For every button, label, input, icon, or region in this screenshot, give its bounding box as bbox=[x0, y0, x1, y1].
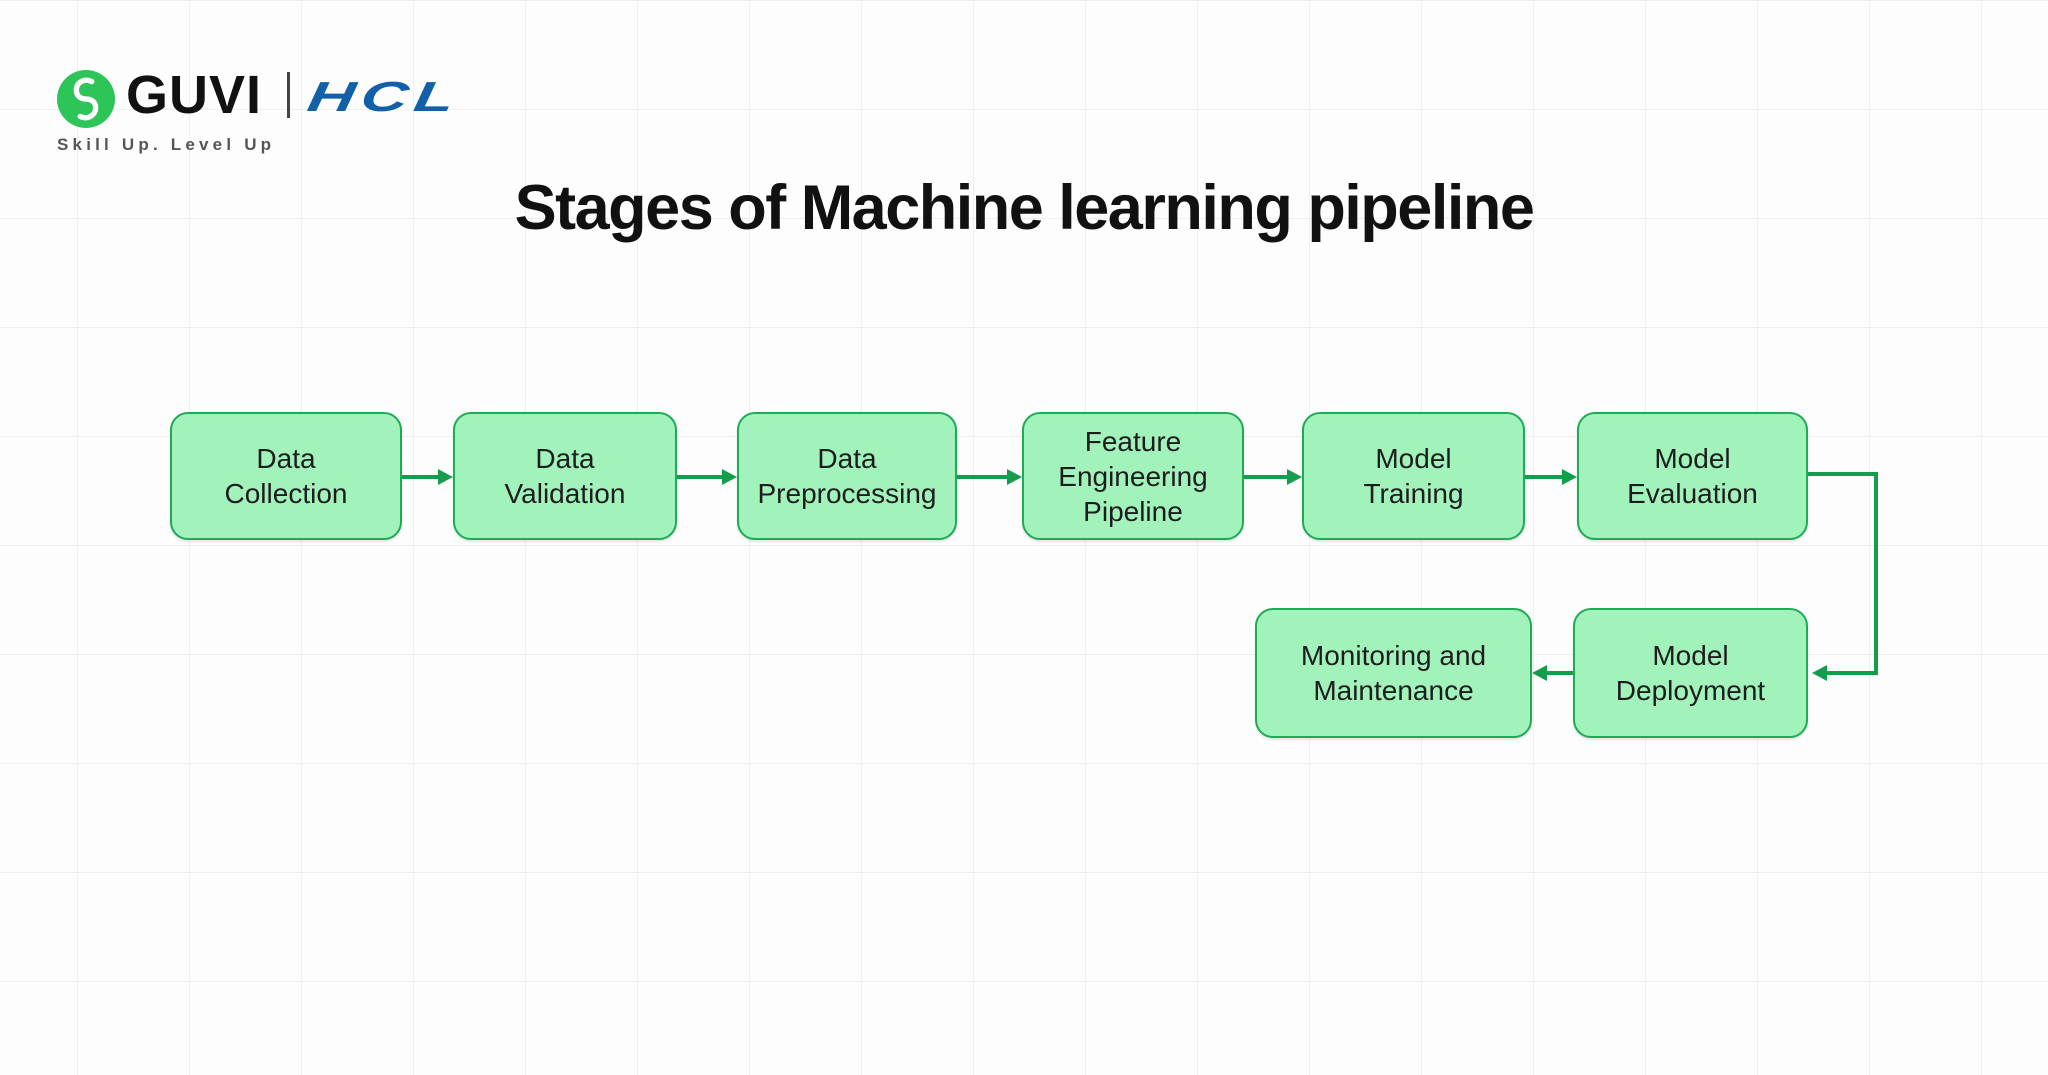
node-monitoring-and-maintenance: Monitoring and Maintenance bbox=[1255, 608, 1532, 738]
connector-model-evaluation-elbow-vertical bbox=[1874, 472, 1878, 675]
hcl-logo-text: HCL bbox=[304, 73, 465, 120]
node-feature-engineering-pipeline: Feature Engineering Pipeline bbox=[1022, 412, 1244, 540]
node-label: Model Deployment bbox=[1615, 640, 1766, 706]
arrow-model-deployment-to-monitoring bbox=[1532, 665, 1573, 681]
arrow-feature-engineering-to-model-training bbox=[1244, 469, 1302, 485]
node-model-deployment: Model Deployment bbox=[1573, 608, 1808, 738]
arrow-data-preprocessing-to-feature-engineering bbox=[957, 469, 1022, 485]
node-data-validation: Data Validation bbox=[453, 412, 677, 540]
node-label: Model Training bbox=[1363, 443, 1464, 509]
connector-model-evaluation-elbow-top bbox=[1808, 472, 1878, 476]
node-model-evaluation: Model Evaluation bbox=[1577, 412, 1808, 540]
node-label: Model Evaluation bbox=[1627, 443, 1758, 509]
arrow-data-collection-to-data-validation bbox=[402, 469, 453, 485]
node-model-training: Model Training bbox=[1302, 412, 1525, 540]
arrowhead-right-icon bbox=[1007, 469, 1022, 485]
node-data-collection: Data Collection bbox=[170, 412, 402, 540]
arrow-model-training-to-model-evaluation bbox=[1525, 469, 1577, 485]
node-label: Monitoring and Maintenance bbox=[1300, 640, 1487, 706]
brand-header: GUVI HCL Skill Up. Level Up bbox=[0, 0, 700, 170]
page-title: Stages of Machine learning pipeline bbox=[514, 173, 1535, 243]
arrowhead-left-icon bbox=[1812, 665, 1827, 681]
brand-tagline: Skill Up. Level Up bbox=[57, 135, 276, 154]
node-label: Data Validation bbox=[504, 443, 626, 509]
arrowhead-right-icon bbox=[1287, 469, 1302, 485]
node-label: Data Preprocessing bbox=[757, 443, 937, 509]
arrowhead-right-icon bbox=[438, 469, 453, 485]
arrow-data-validation-to-data-preprocessing bbox=[677, 469, 737, 485]
arrowhead-right-icon bbox=[1562, 469, 1577, 485]
arrowhead-right-icon bbox=[722, 469, 737, 485]
brand-divider bbox=[287, 72, 290, 118]
guvi-logo-text: GUVI bbox=[126, 65, 263, 125]
arrow-model-evaluation-to-model-deployment bbox=[1812, 665, 1878, 681]
node-data-preprocessing: Data Preprocessing bbox=[737, 412, 957, 540]
node-label: Data Collection bbox=[224, 443, 348, 509]
node-label: Feature Engineering Pipeline bbox=[1058, 425, 1208, 527]
arrowhead-left-icon bbox=[1532, 665, 1547, 681]
guvi-monogram-icon bbox=[57, 70, 115, 128]
